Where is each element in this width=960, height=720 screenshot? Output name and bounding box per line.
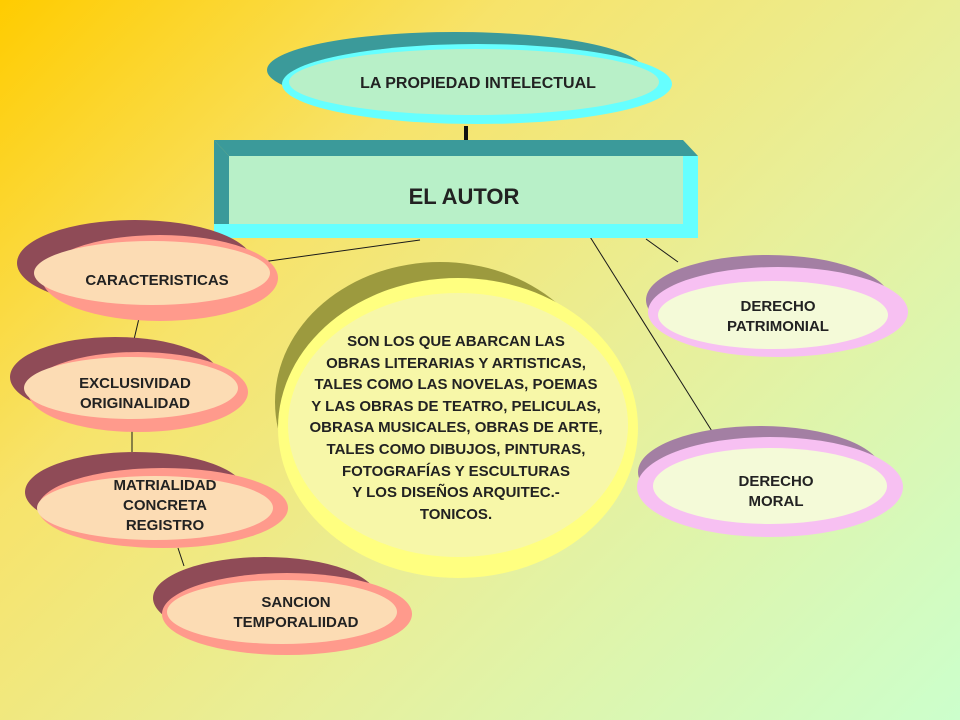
node-exclusividad-shape [10,337,248,432]
node-moral-shape [637,426,903,537]
node-moral-label: DERECHO MORAL [738,473,814,510]
node-materialidad-shape [25,452,288,548]
connector-materialidad-sancion [177,547,185,567]
node-patrimonial-label: DERECHO PATRIMONIAL [727,298,829,335]
node-caracteristicas-shape [17,220,278,321]
connector-author-caracteristicas [261,239,421,263]
node-caracteristicas-label: CARACTERISTICAS [85,272,229,289]
node-author-label: EL AUTOR [408,184,520,209]
node-sancion-shape [153,557,412,655]
node-top-label: LA PROPIEDAD INTELECTUAL [360,75,596,92]
node-patrimonial-shape [646,255,908,357]
node-center-shape [275,262,638,578]
node-author-shape [214,140,698,238]
node-materialidad-label: MATRIALIDAD CONCRETA REGISTRO [113,477,217,534]
connector-author-moral [586,231,716,437]
node-exclusividad-label: EXCLUSIVIDAD ORIGINALIDAD [79,375,191,412]
node-sancion-label: SANCION TEMPORALIIDAD [233,594,359,631]
node-top-shape [267,32,672,124]
connector-author-patrimonial [645,238,679,263]
node-center-label: SON LOS QUE ABARCAN LAS OBRAS LITERARIAS… [309,333,603,523]
